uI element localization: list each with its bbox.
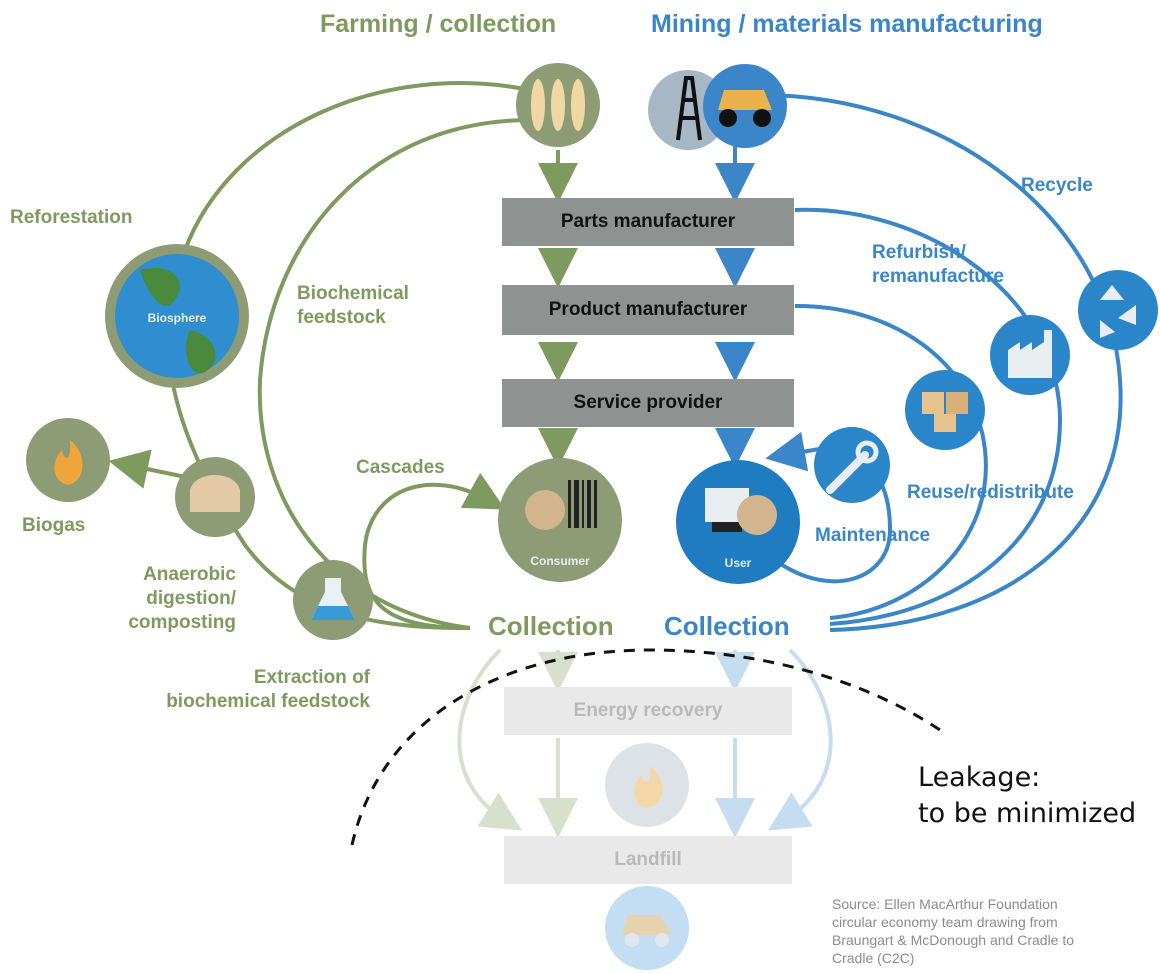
service-provider-box: Service provider (502, 379, 794, 427)
reuse-loop (794, 303, 988, 620)
biochemical-feedstock-loop (257, 118, 531, 630)
biogas-flame-icon (26, 418, 110, 502)
energy-recovery-flame-icon (605, 743, 689, 827)
extraction-label: Extraction of biochemical feedstock (166, 667, 370, 712)
extraction-flask-icon (293, 560, 373, 640)
user-icon: User (676, 460, 800, 584)
biochemical-feedstock-label: Biochemical feedstock (297, 283, 409, 328)
mining-truck-icon (703, 64, 787, 148)
biosphere-icon: Biosphere (105, 244, 249, 388)
refurbish-label: Refurbish/ remanufacture (872, 242, 1004, 287)
factory-icon (990, 315, 1070, 395)
farming-icon (516, 63, 600, 147)
landfill-truck-icon (605, 886, 689, 970)
farming-header: Farming / collection (320, 10, 557, 38)
reforestation-label: Reforestation (10, 207, 133, 228)
recycle-icon (1078, 270, 1158, 350)
consumer-icon: Consumer (498, 458, 622, 582)
cascades-loop (362, 472, 506, 630)
consumer-label: Consumer (530, 554, 590, 568)
maintenance-wrench-icon (814, 427, 890, 503)
anaerobic-digestion-icon (175, 457, 255, 537)
source-note: Source: Ellen MacArthur Foundation circu… (832, 896, 1075, 966)
technical-cycle-loops (759, 93, 1123, 632)
reuse-boxes-icon (905, 370, 985, 450)
recycle-label: Recycle (1021, 175, 1093, 196)
reuse-redistribute-label: Reuse/redistribute (907, 482, 1074, 503)
landfill-box: Landfill (504, 836, 792, 884)
leakage-arrows-blue (715, 648, 833, 838)
biosphere-label: Biosphere (148, 311, 207, 325)
leakage-boundary-dashed (350, 648, 941, 846)
recycle-loop (759, 93, 1123, 632)
collection-technical-label: Collection (664, 611, 790, 641)
leakage-arrows-green (457, 648, 578, 838)
collection-biological-label: Collection (488, 611, 614, 641)
refurbish-loop (794, 207, 1063, 626)
parts-manufacturer-box: Parts manufacturer (502, 198, 794, 246)
cascades-label: Cascades (356, 457, 445, 478)
biogas-label: Biogas (22, 515, 86, 536)
mining-header: Mining / materials manufacturing (651, 10, 1043, 38)
user-label: User (725, 556, 752, 570)
leakage-note: Leakage: to be minimized (918, 762, 1137, 829)
anaerobic-digestion-label: Anaerobic digestion/ composting (128, 564, 236, 633)
maintenance-label: Maintenance (815, 525, 931, 546)
product-manufacturer-box: Product manufacturer (502, 285, 794, 335)
energy-recovery-box: Energy recovery (504, 687, 792, 735)
